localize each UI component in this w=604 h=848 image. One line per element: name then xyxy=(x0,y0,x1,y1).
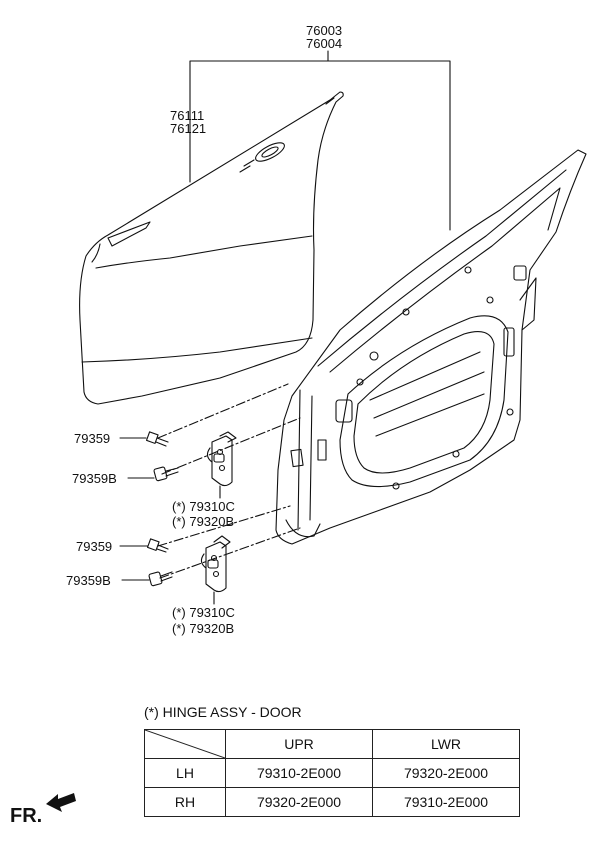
asterisk-mark: (*) xyxy=(172,499,186,514)
hinge-table-header: UPR LWR xyxy=(144,729,520,759)
asterisk-mark: (*) xyxy=(172,605,186,620)
label-lower-hinge-c: (*) 79310C xyxy=(172,605,235,620)
upper-bolt xyxy=(119,431,169,447)
hinge-part-number: 79310C xyxy=(189,605,235,620)
asterisk-mark: (*) xyxy=(172,514,186,529)
door-inner-frame xyxy=(275,149,587,545)
cell-rh-upr: 79320-2E000 xyxy=(225,787,373,817)
row-header-lh: LH xyxy=(144,758,226,788)
label-door-assy-rh: 76004 xyxy=(306,36,343,51)
legend-title: (*) HINGE ASSY - DOOR xyxy=(144,704,302,720)
cell-lh-lwr: 79320-2E000 xyxy=(372,758,520,788)
table-row: RH 79320-2E000 79310-2E000 xyxy=(144,787,520,817)
hinge-part-number: 79320B xyxy=(189,621,235,636)
door-assy-leader xyxy=(189,50,451,231)
hinge-part-number: 79320B xyxy=(189,514,235,529)
lower-hinge xyxy=(200,535,231,593)
upper-hinge xyxy=(206,431,237,487)
corner-diagonal xyxy=(145,730,225,758)
hinge-alignment-lines xyxy=(157,383,301,579)
label-lower-bolt: 79359 xyxy=(76,539,113,554)
front-direction-label: FR. xyxy=(10,805,43,827)
label-upper-bolt-b: 79359B xyxy=(72,471,117,486)
column-header-lwr: LWR xyxy=(372,729,520,759)
label-door-assy-lh: 76003 xyxy=(306,23,343,38)
cell-lh-upr: 79310-2E000 xyxy=(225,758,373,788)
column-header-upr: UPR xyxy=(225,729,373,759)
upper-bolt-b xyxy=(127,466,179,482)
row-header-rh: RH xyxy=(144,787,226,817)
label-panel-lh: 76111 xyxy=(170,108,205,123)
hinge-table: UPR LWR LH 79310-2E000 79320-2E000 RH 79… xyxy=(144,729,520,817)
table-corner-cell xyxy=(144,729,226,759)
label-lower-bolt-b: 79359B xyxy=(66,573,111,588)
table-row: LH 79310-2E000 79320-2E000 xyxy=(144,758,520,788)
lower-bolt-b xyxy=(121,571,173,587)
label-upper-hinge-c: (*) 79310C xyxy=(172,499,235,514)
hinge-part-number: 79310C xyxy=(189,499,235,514)
outer-door-panel xyxy=(79,91,344,405)
cell-rh-lwr: 79310-2E000 xyxy=(372,787,520,817)
forward-arrow-icon xyxy=(46,793,76,812)
label-upper-bolt: 79359 xyxy=(74,431,111,446)
label-upper-hinge-b: (*) 79320B xyxy=(172,514,234,529)
asterisk-mark: (*) xyxy=(172,621,186,636)
label-panel-rh: 76121 xyxy=(170,121,207,136)
lower-bolt xyxy=(119,538,169,553)
label-lower-hinge-b: (*) 79320B xyxy=(172,621,234,636)
